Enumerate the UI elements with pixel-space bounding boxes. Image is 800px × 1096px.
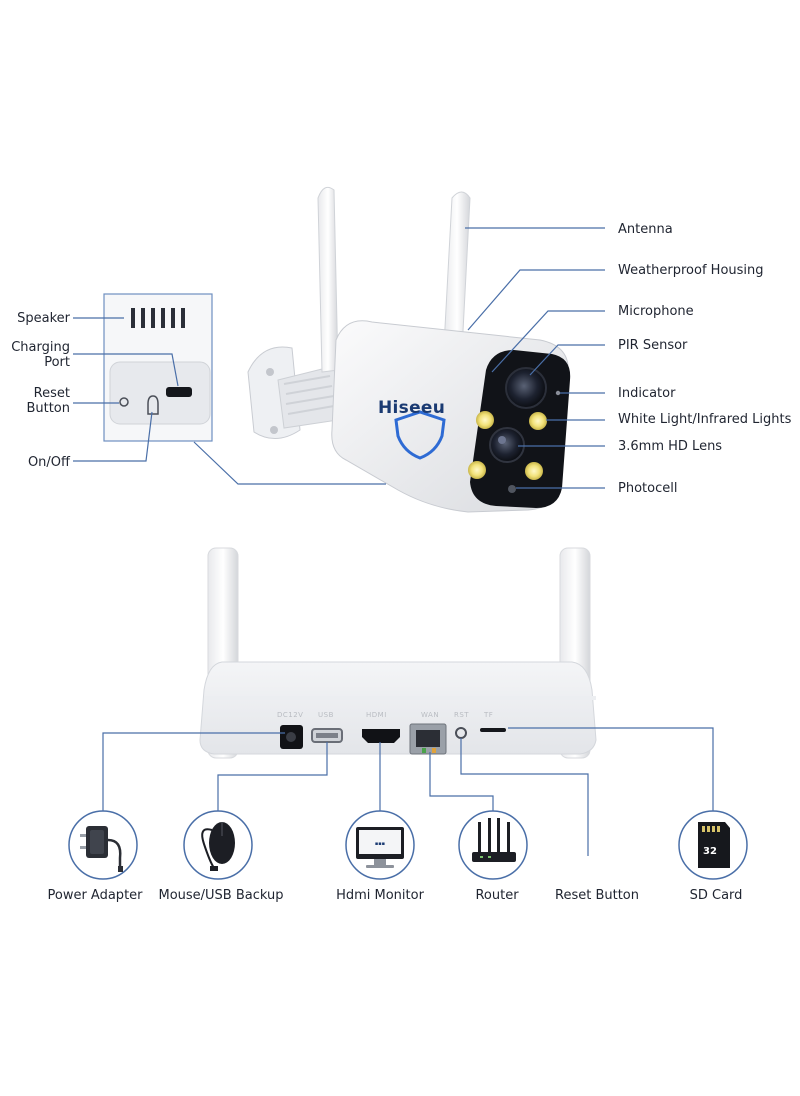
leader-mouse — [217, 742, 328, 812]
label-on-off: On/Off — [27, 455, 70, 470]
leader-reset-nvr — [460, 738, 589, 856]
port-label-dc12v: DC12V — [277, 711, 304, 719]
reset-button-icon — [119, 397, 129, 407]
brand-logo: Hiseeu — [378, 398, 446, 418]
camera-wall-mount — [247, 346, 339, 439]
leader-sd-card — [508, 727, 714, 812]
leader-pir-sensor — [529, 344, 605, 376]
port-label-rst: RST — [454, 711, 470, 719]
label-charging-port: Charging Port — [11, 340, 70, 370]
tf-slot-icon — [480, 728, 506, 732]
camera-illustration — [247, 186, 571, 513]
brand-shield-icon — [394, 410, 446, 460]
label-hd-lens: 3.6mm HD Lens — [618, 439, 723, 454]
nvr-illustration — [199, 547, 597, 759]
speaker-grille-icon — [131, 308, 185, 328]
label-hdmi-monitor: Hdmi Monitor — [336, 888, 424, 903]
svg-text:▪▪▪: ▪▪▪ — [375, 841, 385, 847]
sd-card-icon — [698, 822, 730, 868]
camera-antenna-left — [317, 186, 339, 373]
mouse-icon — [201, 822, 235, 871]
router-icon — [472, 818, 516, 862]
leader-microphone — [491, 310, 605, 373]
leader-power-adapter — [102, 732, 285, 812]
photocell-icon — [508, 485, 516, 493]
camera-rear-inset — [103, 293, 213, 442]
nvr-body — [199, 661, 597, 755]
port-label-usb: USB — [318, 711, 334, 719]
leader-router — [429, 752, 494, 812]
leader-inset-to-camera — [193, 441, 386, 485]
port-label-wan: WAN — [421, 711, 440, 719]
label-power-adapter: Power Adapter — [47, 888, 143, 903]
label-microphone: Microphone — [618, 304, 694, 319]
light-led-icon — [476, 411, 494, 429]
light-led-icon — [468, 461, 486, 479]
light-led-icon — [529, 412, 547, 430]
label-indicator: Indicator — [618, 386, 676, 401]
label-reset-button-nvr: Reset Button — [555, 888, 639, 903]
on-off-switch-icon — [147, 395, 159, 415]
label-photocell: Photocell — [618, 481, 678, 496]
leader-charging-port — [73, 353, 179, 387]
charging-port-icon — [166, 387, 192, 397]
label-router: Router — [475, 888, 519, 903]
camera-antenna-right — [443, 191, 471, 351]
peripheral-circles — [68, 810, 748, 880]
port-label-hdmi: HDMI — [366, 711, 387, 719]
label-sd-card: SD Card — [689, 888, 743, 903]
label-mouse-usb-backup: Mouse/USB Backup — [158, 888, 284, 903]
indicator-icon — [555, 390, 561, 396]
label-pir-sensor: PIR Sensor — [618, 338, 688, 353]
leader-lines — [73, 227, 714, 856]
light-led-icon — [525, 462, 543, 480]
leader-weatherproof-housing — [467, 269, 605, 331]
leader-on-off — [73, 411, 153, 462]
label-speaker: Speaker — [17, 311, 70, 326]
label-antenna: Antenna — [618, 222, 673, 237]
port-label-tf: TF — [484, 711, 494, 719]
label-weatherproof-housing: Weatherproof Housing — [618, 263, 764, 278]
label-reset-button: Reset Button — [26, 386, 70, 416]
label-white-light-infrared-lights: White Light/Infrared Lights — [618, 412, 792, 427]
sd-card-capacity: 32 — [703, 846, 717, 857]
pir-sensor-icon — [505, 367, 547, 409]
monitor-icon: ▪▪▪ — [356, 827, 404, 868]
hd-lens-icon — [489, 427, 525, 463]
power-adapter-icon — [80, 826, 123, 872]
hdmi-port-icon — [362, 729, 400, 743]
